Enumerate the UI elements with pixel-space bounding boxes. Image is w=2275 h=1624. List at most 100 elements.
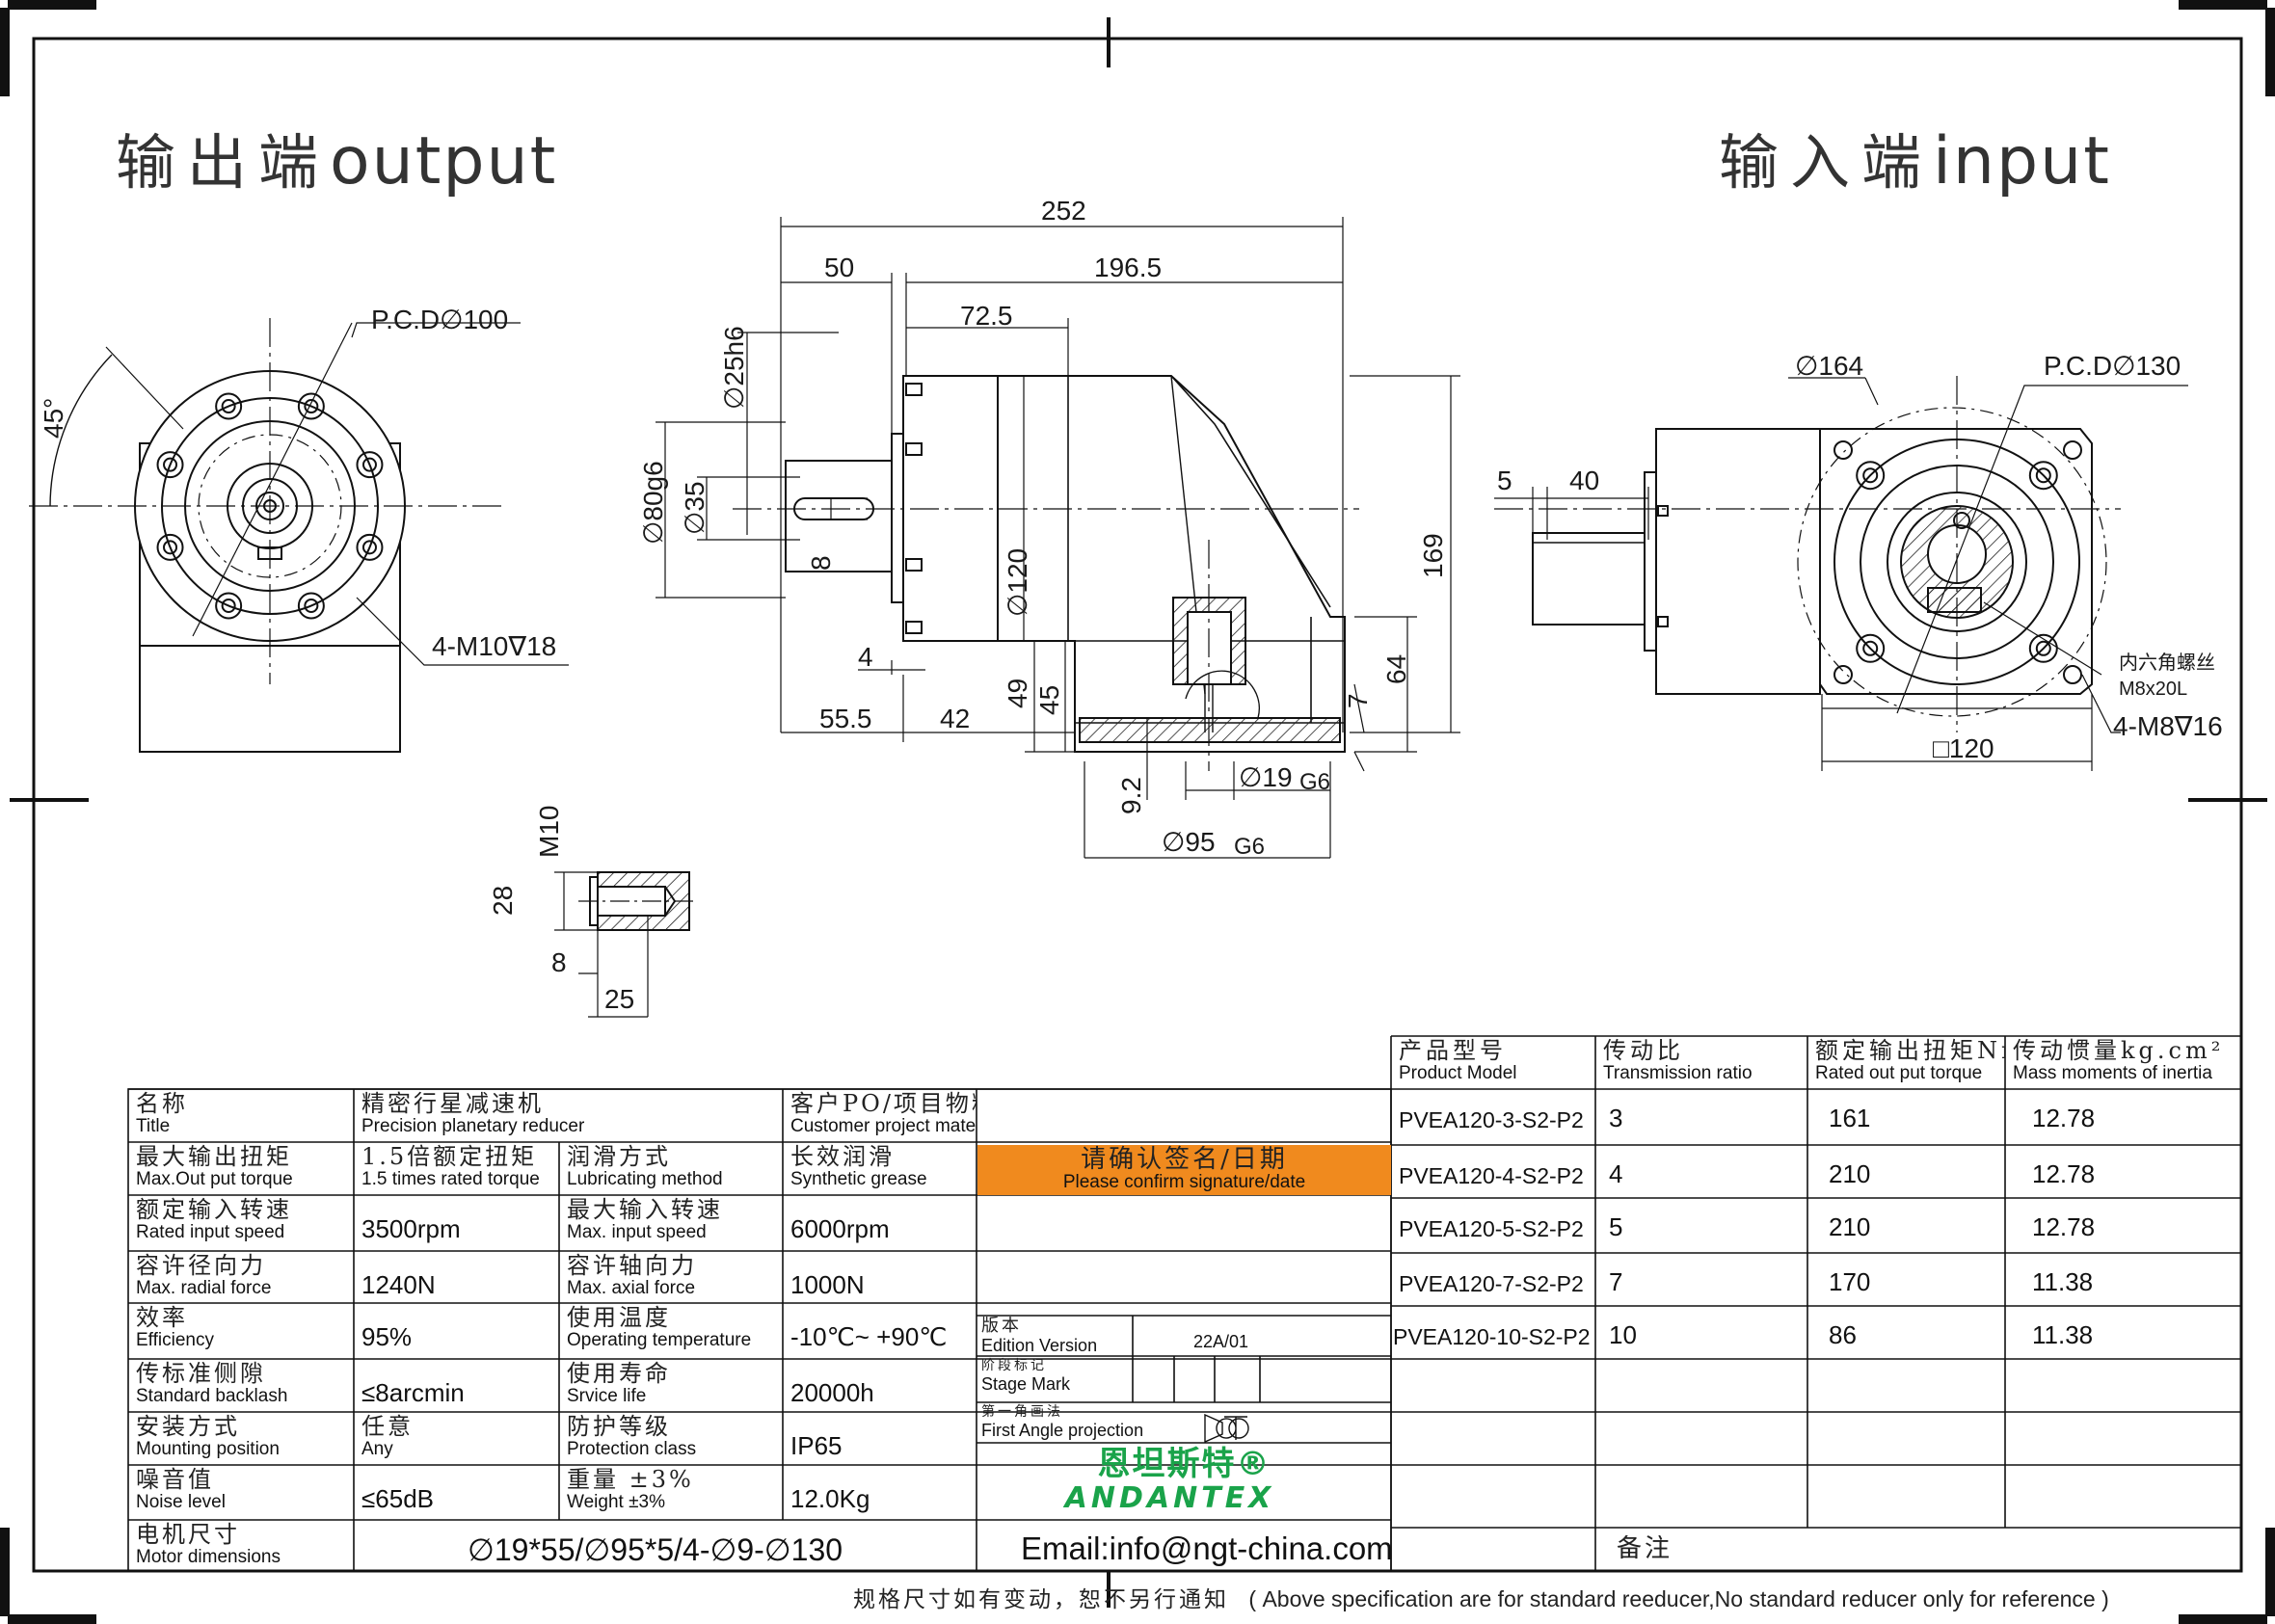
dim-g6a: G6 [1299, 769, 1331, 795]
model-cell-3-1: 7 [1595, 1254, 1807, 1305]
spec-label-en: Standard backlash [136, 1386, 288, 1406]
bolt-hole [297, 592, 325, 620]
dim-m8: 4-M8∇16 [2113, 711, 2223, 741]
spec-label2-6: 重量 ±3%Weight ±3% [559, 1467, 783, 1520]
spec-label-zh: 额定输入转速 [136, 1197, 292, 1223]
model-header-zh: 传动比 [1603, 1038, 1684, 1064]
product-zh: 精密行星减速机 [361, 1091, 544, 1117]
spec-value2: IP65 [790, 1431, 843, 1460]
bolt-hole-inner [2035, 467, 2051, 484]
edition-zh: 版本 [981, 1317, 1022, 1336]
motor-en: Motor dimensions [136, 1547, 281, 1567]
motor-value-text: ∅19*55/∅95*5/4-∅9-∅130 [468, 1532, 843, 1567]
spec-value2: 1000N [790, 1270, 865, 1299]
spec-value-2: 1240N [354, 1253, 559, 1303]
spec-value2: 6000rpm [790, 1214, 890, 1243]
spec-value2-3: -10℃~ +90℃ [783, 1305, 977, 1359]
spec-label-en: Max.Out put torque [136, 1169, 293, 1189]
dim-25b: 25 [604, 984, 635, 1014]
output-view [29, 318, 569, 753]
dim-196-5: 196.5 [1094, 253, 1163, 282]
bolt-hole [215, 392, 243, 420]
bolt-hole-inner [304, 399, 319, 414]
spec-value2-6: 12.0Kg [783, 1467, 977, 1520]
footer-zh: 规格尺寸如有变动，恕不另行通知 [853, 1587, 1229, 1612]
model-cell-0-3: 12.78 [2005, 1090, 2241, 1144]
output-heading: 输出端output [116, 114, 557, 200]
customer-zh: 客户PO/项目物料编码 [790, 1091, 977, 1117]
spec-value: 95% [361, 1322, 413, 1351]
output-heading-zh: 输出端 [116, 127, 331, 198]
email-text: Email:info@ngt-china.com [1021, 1531, 1391, 1566]
spec-value2-4: 20000h [783, 1361, 977, 1412]
model-cell-4-0: PVEA120-10-S2-P2 [1391, 1307, 1595, 1358]
title-en: Title [136, 1116, 171, 1136]
spec-label-en: Rated input speed [136, 1222, 285, 1242]
model-cell-1-3: 12.78 [2005, 1146, 2241, 1197]
spec-label2-zh: 容许轴向力 [567, 1253, 697, 1279]
corner-hole [1833, 665, 1853, 684]
bolt-hole [156, 533, 184, 561]
dim-252: 252 [1041, 196, 1086, 226]
spec-label-en: Max. radial force [136, 1278, 272, 1298]
edition-value: 22A/01 [1186, 1332, 1301, 1356]
bolt-hole-inner [361, 540, 377, 555]
spec-value: ≤65dB [361, 1484, 434, 1513]
spec-label2-en: Max. axial force [567, 1278, 696, 1298]
model-cell-3-3: 11.38 [2005, 1254, 2241, 1305]
dim-m10b: M10 [534, 805, 564, 858]
dim-42: 42 [940, 704, 971, 733]
dim-m10: 4-M10∇18 [432, 631, 557, 661]
spec-label-en: Efficiency [136, 1330, 214, 1350]
model-value: 5 [1609, 1212, 1623, 1241]
input-view [1494, 376, 2188, 771]
dim-d95: ∅95 [1162, 827, 1216, 857]
dim-d19: ∅19 [1239, 762, 1293, 792]
spec-label-zh: 传标准侧隙 [136, 1361, 266, 1387]
dim-screw-en: M8x20L [2119, 679, 2188, 700]
bolt-hole-inner [2035, 640, 2051, 656]
bolt-hole [156, 451, 184, 479]
logo-zh: 恩坦斯特® [1097, 1445, 1271, 1483]
dim-5: 5 [1497, 466, 1512, 495]
spec-label2-zh: 润滑方式 [567, 1144, 671, 1170]
dim-28: 28 [488, 885, 518, 916]
logo-cell: 恩坦斯特®ANDANTEX [977, 1444, 1391, 1519]
spec-label2-en: Max. input speed [567, 1222, 707, 1242]
bolt-hole [1856, 633, 1886, 663]
spec-value2: 12.0Kg [790, 1484, 870, 1513]
stage-en: Stage Mark [981, 1374, 1071, 1394]
bolt-hole [2028, 461, 2058, 491]
bolt-hole-inner [304, 598, 319, 613]
dim-49: 49 [1003, 678, 1032, 708]
spec-value-en: 1.5 times rated torque [361, 1169, 540, 1189]
spec-label-zh: 安装方式 [136, 1414, 240, 1440]
dim-screw-zh: 内六角螺丝 [2119, 651, 2215, 674]
model-header-en: Mass moments of inertia [2013, 1063, 2212, 1083]
bolt-hole-inner [221, 598, 236, 613]
projection-en: First Angle projection [981, 1421, 1144, 1440]
dim-7: 7 [1343, 693, 1373, 708]
spec-label2-en: Operating temperature [567, 1330, 752, 1350]
input-heading-zh: 输入端 [1719, 127, 1934, 198]
email-cell: Email:info@ngt-china.com [977, 1523, 1391, 1571]
spec-label2-zh: 使用温度 [567, 1305, 671, 1331]
model-header-zh: 传动惯量kg.cm² [2013, 1038, 2225, 1064]
model-value: 170 [1829, 1267, 1871, 1296]
motor-zh: 电机尺寸 [136, 1522, 240, 1548]
spec-label2-en: Weight ±3% [567, 1492, 665, 1512]
